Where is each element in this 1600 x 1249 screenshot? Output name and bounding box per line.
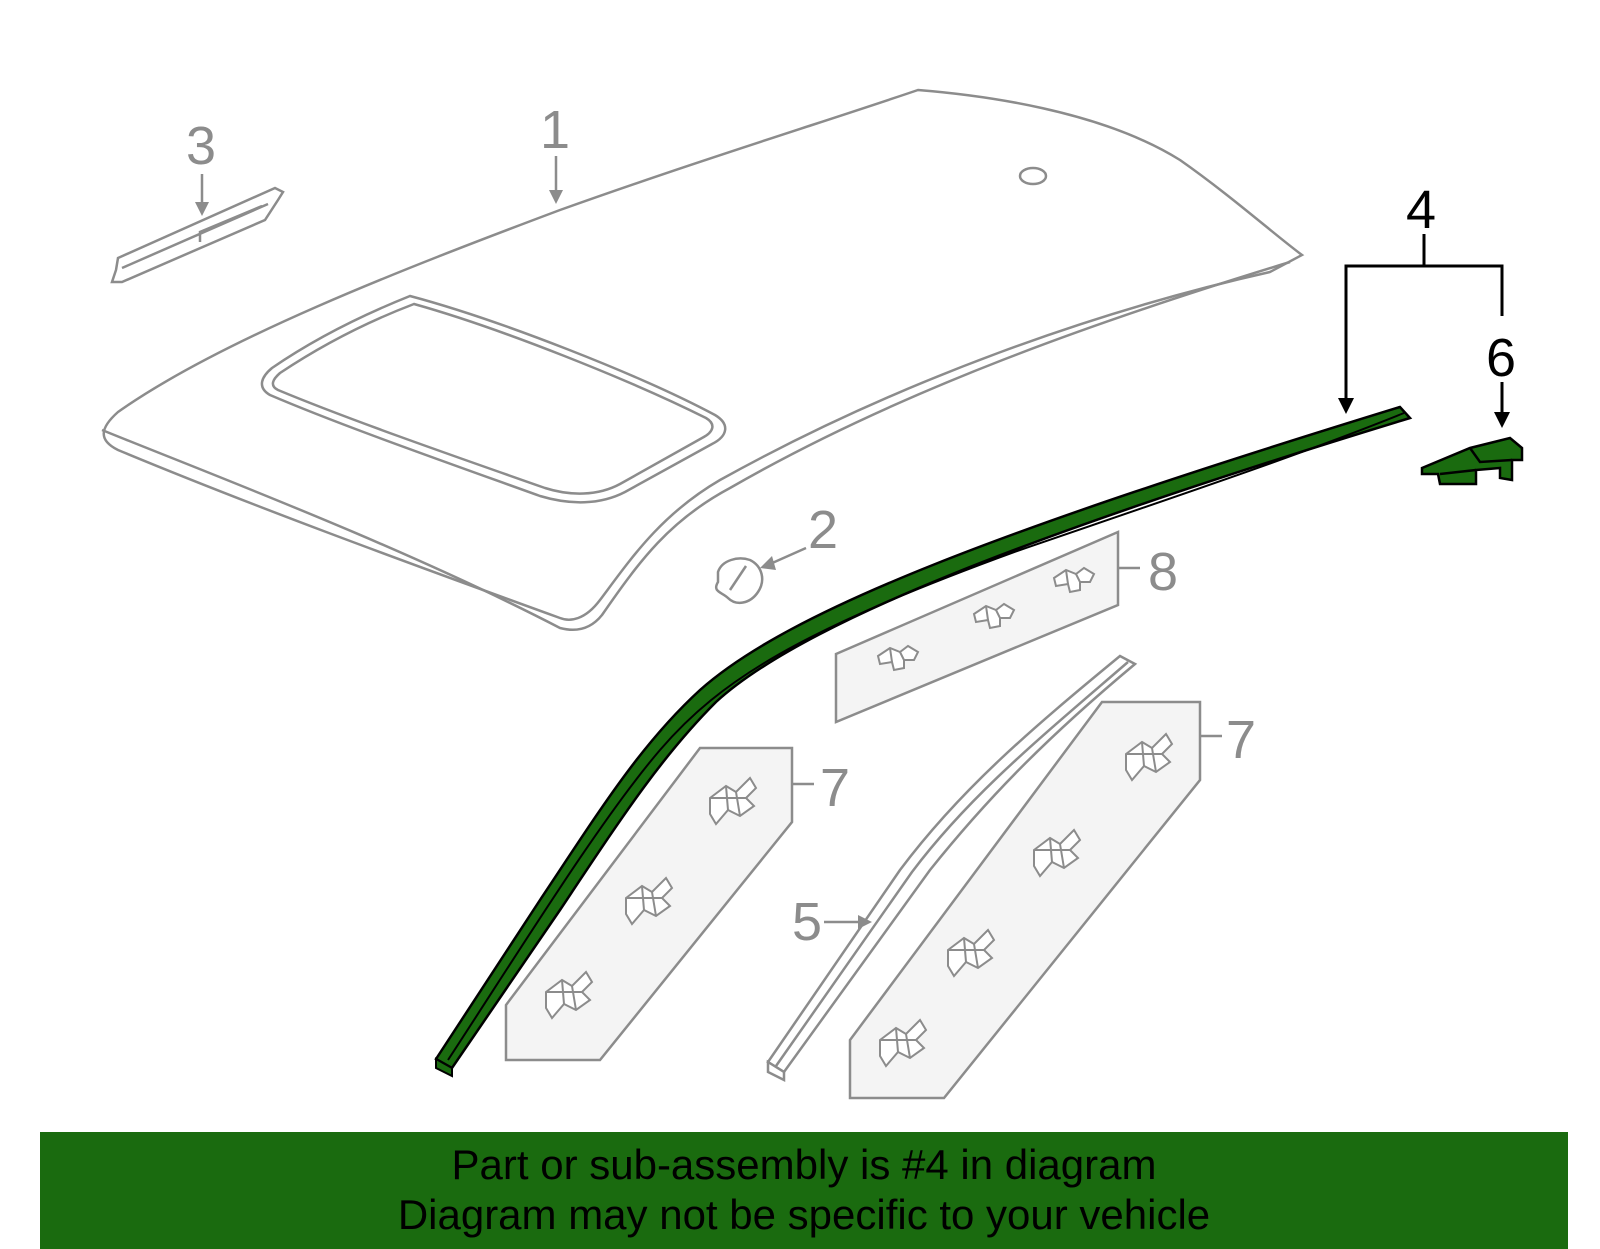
callout-5: 5 [792,892,822,952]
callout-6: 6 [1486,328,1516,388]
roof-panel-part-1 [101,88,1305,632]
leader-lines [195,156,1510,929]
callout-8: 8 [1148,542,1178,602]
callout-1: 1 [540,100,570,160]
clip-part-2 [714,557,764,605]
molding-part-3 [110,186,285,284]
drip-molding-part-5 [766,654,1138,1083]
banner-line-1: Part or sub-assembly is #4 in diagram [451,1141,1157,1188]
info-banner: Part or sub-assembly is #4 in diagram Di… [40,1132,1568,1249]
clip-kit-part-7-left [504,746,814,1062]
clip-kit-part-8 [834,530,1140,724]
roof-molding-part-4 [434,405,1413,1078]
callout-4: 4 [1406,180,1436,240]
callout-7-left: 7 [820,758,850,818]
callout-7-right: 7 [1226,710,1256,770]
callout-2: 2 [808,500,838,560]
end-cap-part-6 [1420,436,1524,486]
callout-3: 3 [186,116,216,176]
banner-line-2: Diagram may not be specific to your vehi… [397,1191,1211,1238]
clip-kit-part-7-right [848,700,1222,1100]
